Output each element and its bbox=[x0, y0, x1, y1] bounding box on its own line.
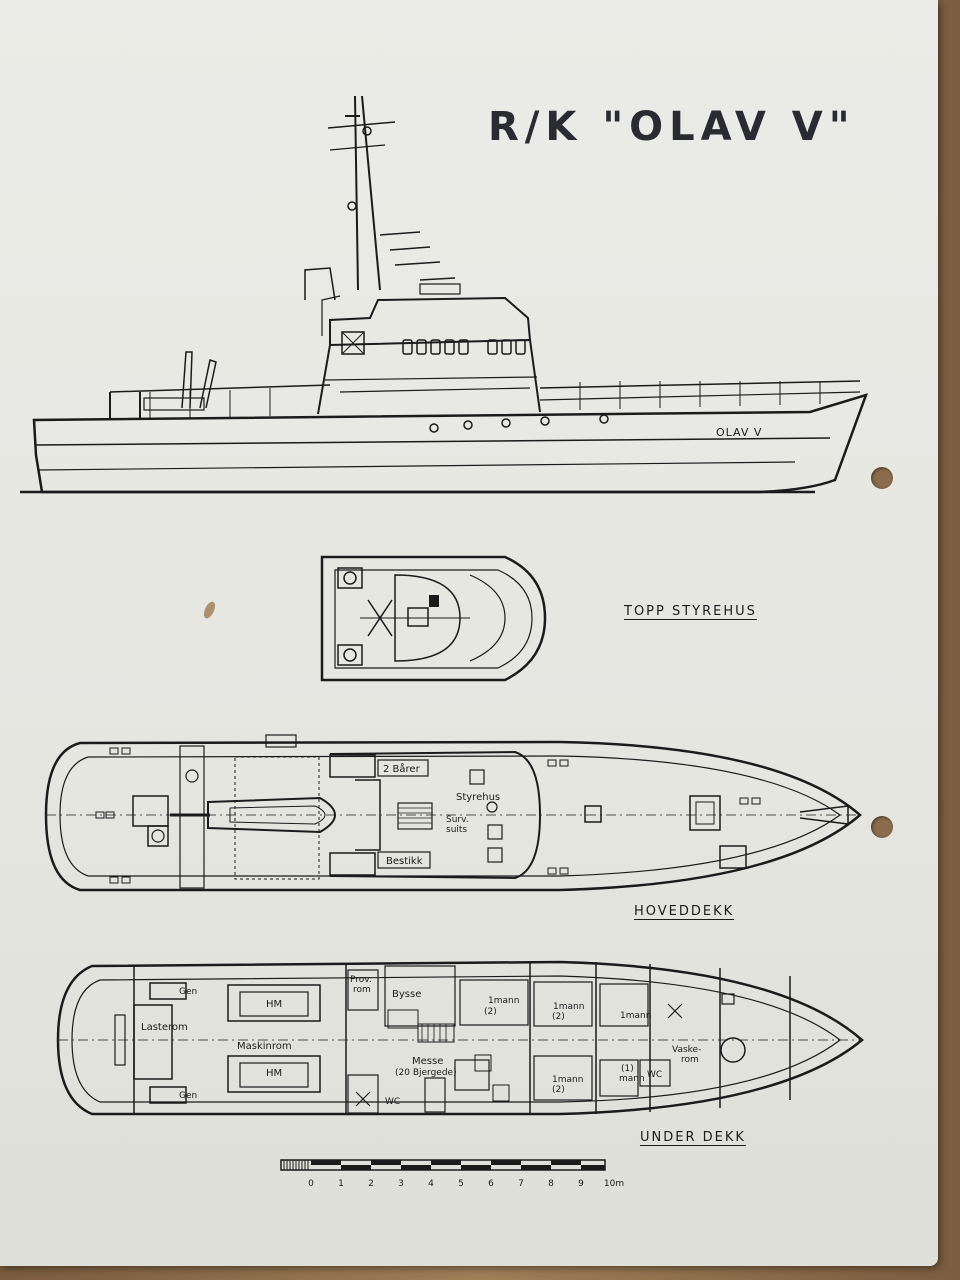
label-survival-suits-2: suits bbox=[446, 825, 467, 835]
scale-tick-9: 9 bbox=[578, 1179, 584, 1189]
hull-name: OLAV V bbox=[716, 426, 762, 439]
label-mess-2: (20 Bjergede) bbox=[395, 1068, 457, 1078]
label-galley: Bysse bbox=[392, 989, 421, 1000]
label-cargo: Lasterom bbox=[141, 1022, 188, 1033]
profile-view bbox=[20, 95, 869, 494]
lower-deck-plan bbox=[56, 960, 864, 1116]
wheelhouse-top-plan bbox=[320, 555, 547, 682]
label-top-wheelhouse: TOPP STYREHUS bbox=[624, 604, 757, 619]
label-cabin-d-2: (2) bbox=[552, 1085, 565, 1095]
label-cutlery: Bestikk bbox=[386, 856, 423, 867]
label-prov-1: Prov. bbox=[350, 975, 372, 985]
label-mess-1: Messe bbox=[412, 1056, 443, 1067]
label-prov-2: rom bbox=[353, 985, 371, 995]
label-engine-room: Maskinrom bbox=[237, 1041, 292, 1052]
scale-tick-1: 1 bbox=[338, 1179, 344, 1189]
label-cabin-d-1: 1mann bbox=[552, 1075, 583, 1085]
label-wash-1: Vaske- bbox=[672, 1045, 701, 1055]
label-gen-bottom: Gen bbox=[179, 1091, 197, 1101]
label-wash-2: rom bbox=[681, 1055, 699, 1065]
label-cabin-b-1: 1mann bbox=[553, 1002, 584, 1012]
label-wheelhouse: Styrehus bbox=[456, 792, 500, 803]
scale-tick-7: 7 bbox=[518, 1179, 524, 1189]
label-cabin-e-1: (1) bbox=[621, 1064, 634, 1074]
scale-tick-2: 2 bbox=[368, 1179, 374, 1189]
main-deck-plan bbox=[44, 734, 862, 892]
label-stretchers: 2 Bårer bbox=[383, 762, 421, 775]
label-cabin-b-2: (2) bbox=[552, 1012, 565, 1022]
label-cabin-c: 1mann bbox=[620, 1011, 651, 1021]
drawing-sheet bbox=[0, 0, 938, 1266]
punch-hole-bottom bbox=[871, 816, 893, 838]
label-wc-1: WC bbox=[385, 1097, 400, 1107]
label-lower-deck: UNDER DEKK bbox=[640, 1130, 746, 1145]
scale-tick-4: 4 bbox=[428, 1179, 434, 1189]
scale-tick-8: 8 bbox=[548, 1179, 554, 1189]
scale-bar bbox=[280, 1159, 606, 1171]
label-cabin-e-2: mann bbox=[619, 1074, 645, 1084]
drawing-title: R/K "OLAV V" bbox=[488, 104, 856, 150]
label-hm-bottom: HM bbox=[266, 1068, 282, 1079]
label-gen-top: Gen bbox=[179, 987, 197, 997]
label-cabin-a-2: (2) bbox=[484, 1007, 497, 1017]
scale-tick-6: 6 bbox=[488, 1179, 494, 1189]
scale-tick-5: 5 bbox=[458, 1179, 464, 1189]
label-main-deck: HOVEDDEKK bbox=[634, 904, 735, 919]
scale-tick-10m: 10m bbox=[604, 1179, 624, 1189]
label-cabin-a-1: 1mann bbox=[488, 996, 519, 1006]
scale-tick-0: 0 bbox=[308, 1179, 314, 1189]
label-survival-suits-1: Surv. bbox=[446, 815, 469, 825]
punch-hole-top bbox=[871, 467, 893, 489]
label-wc-2: WC bbox=[647, 1070, 662, 1080]
scale-tick-3: 3 bbox=[398, 1179, 404, 1189]
label-hm-top: HM bbox=[266, 999, 282, 1010]
